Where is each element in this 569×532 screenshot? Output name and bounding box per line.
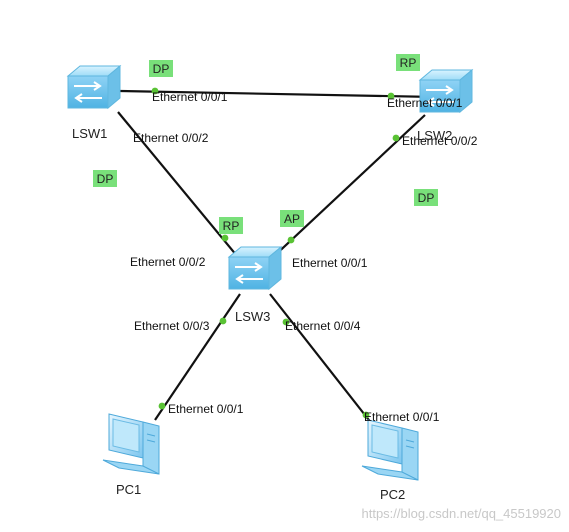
pc2-pc-icon[interactable] <box>361 419 419 481</box>
device-name-lsw3: LSW3 <box>235 309 270 324</box>
link-lsw1-lsw2 <box>119 89 437 99</box>
port-dot <box>221 234 229 242</box>
link-lsw3-pc2 <box>269 293 373 425</box>
port-label-lsw1-e001: Ethernet 0/0/1 <box>152 90 228 104</box>
device-name-lsw2: LSW2 <box>417 128 452 143</box>
port-dot <box>282 318 290 326</box>
lsw1-switch-icon[interactable] <box>67 65 121 109</box>
device-name-pc2: PC2 <box>380 487 405 502</box>
port-label-lsw3-e003: Ethernet 0/0/3 <box>134 319 210 333</box>
role-tag-dp-right: DP <box>414 189 438 206</box>
svg-text:AP: AP <box>284 212 300 226</box>
port-dot <box>387 92 395 100</box>
port-label-lsw3-e002: Ethernet 0/0/2 <box>130 255 206 269</box>
device-name-pc1: PC1 <box>116 482 141 497</box>
role-tag-ap-lsw3: AP <box>280 210 304 227</box>
port-label-pc1-e001: Ethernet 0/0/1 <box>168 402 244 416</box>
svg-text:DP: DP <box>418 191 435 205</box>
link-lsw3-pc1 <box>154 293 241 421</box>
port-dot <box>362 411 370 419</box>
port-dot <box>151 87 159 95</box>
svg-text:RP: RP <box>223 219 240 233</box>
pc1-pc-icon[interactable] <box>102 413 160 475</box>
port-label-lsw3-e001: Ethernet 0/0/1 <box>292 256 368 270</box>
svg-text:RP: RP <box>400 56 417 70</box>
svg-text:DP: DP <box>153 62 170 76</box>
svg-text:DP: DP <box>97 172 114 186</box>
port-label-lsw2-e002: Ethernet 0/0/2 <box>402 134 478 148</box>
port-label-lsw3-e004: Ethernet 0/0/4 <box>285 319 361 333</box>
port-dot <box>287 236 295 244</box>
watermark: https://blog.csdn.net/qq_45519920 <box>362 506 562 521</box>
role-tag-rp-lsw2: RP <box>396 54 420 71</box>
role-tag-dp-left: DP <box>93 170 117 187</box>
role-tag-rp-lsw3: RP <box>219 217 243 234</box>
lsw3-switch-icon[interactable] <box>228 246 282 290</box>
link-lsw1-lsw3 <box>117 111 243 263</box>
device-name-lsw1: LSW1 <box>72 126 107 141</box>
role-tag-dp-lsw1: DP <box>149 60 173 77</box>
port-label-lsw2-e001: Ethernet 0/0/1 <box>387 96 463 110</box>
port-dot <box>158 402 166 410</box>
port-label-lsw1-e002: Ethernet 0/0/2 <box>133 131 209 145</box>
port-label-pc2-e001: Ethernet 0/0/1 <box>364 410 440 424</box>
port-dot <box>392 134 400 142</box>
port-dot <box>219 317 227 325</box>
